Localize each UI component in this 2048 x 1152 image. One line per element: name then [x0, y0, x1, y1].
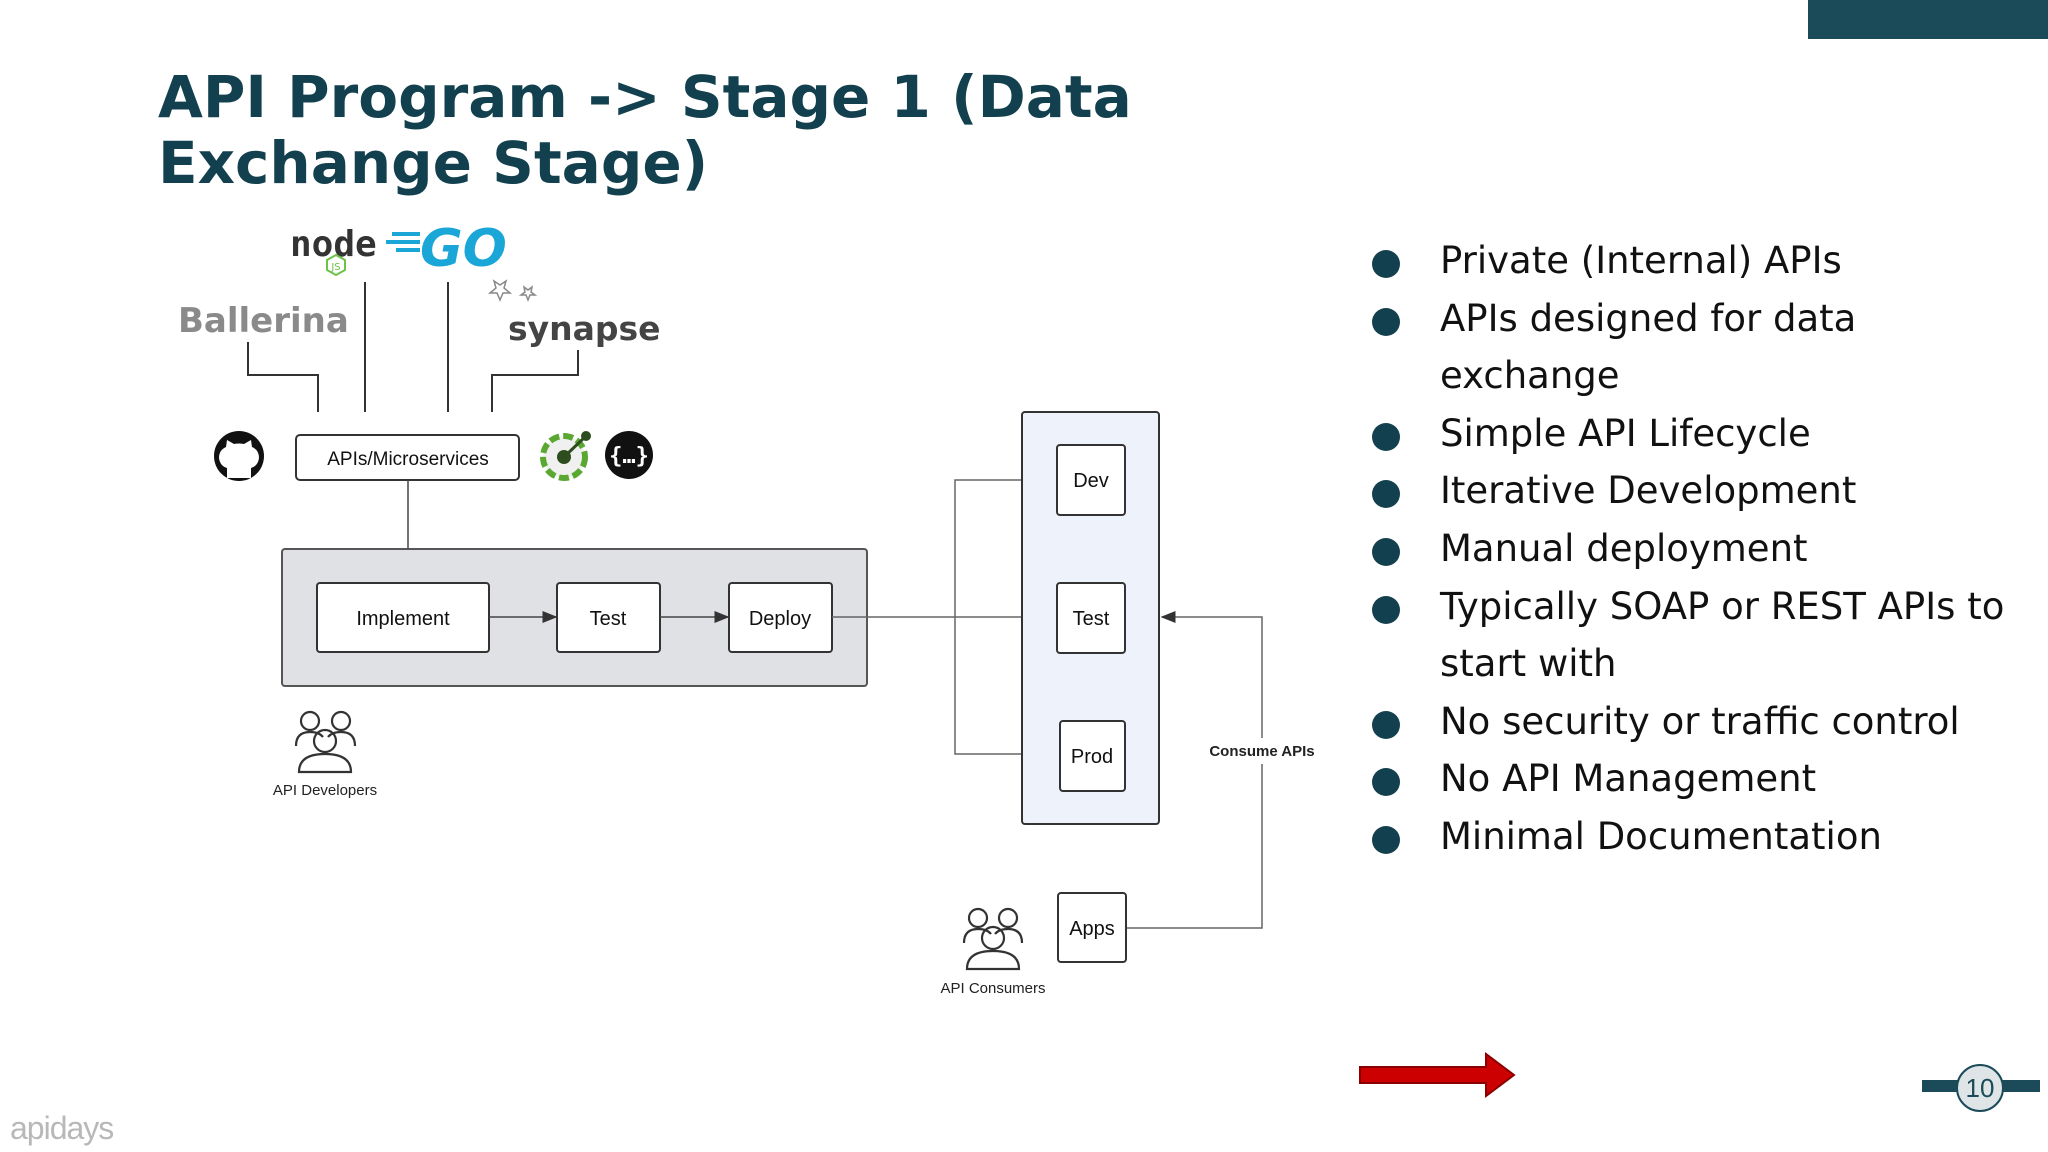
bullet-item: Simple API Lifecycle: [1368, 405, 2008, 463]
bullet-item: No API Management: [1368, 750, 2008, 808]
bullet-dot-icon: [1372, 422, 1400, 451]
page-number: 10: [1956, 1064, 2004, 1112]
svg-text:Deploy: Deploy: [749, 608, 811, 630]
bullet-item: Iterative Development: [1368, 462, 2008, 520]
people-icon: [962, 907, 1024, 971]
bullet-dot-icon: [1372, 480, 1400, 509]
svg-text:JS: JS: [330, 262, 340, 273]
consume-apis-label: Consume APIs: [1209, 743, 1314, 760]
svg-text:Test: Test: [1073, 608, 1110, 630]
bullet-dot-icon: [1372, 307, 1400, 336]
svg-text:node: node: [290, 224, 377, 265]
svg-text:Test: Test: [590, 608, 627, 630]
bullet-dot-icon: [1372, 768, 1400, 797]
bullet-dot-icon: [1372, 825, 1400, 854]
svg-text:synapse: synapse: [508, 309, 661, 348]
people-icon: [294, 710, 357, 774]
nodejs-logo: node JS: [290, 224, 377, 277]
bullet-list: Private (Internal) APIs APIs designed fo…: [1368, 232, 2008, 866]
bullet-dot-icon: [1372, 250, 1400, 278]
bullet-item: Minimal Documentation: [1368, 808, 2008, 866]
bullet-item: Typically SOAP or REST APIs to start wit…: [1368, 578, 2008, 693]
apis-microservices-label: APIs/Microservices: [327, 449, 489, 470]
svg-text:Apps: Apps: [1069, 918, 1115, 940]
go-logo: GO: [386, 219, 507, 279]
bullet-item: No security or traffic control: [1368, 693, 2008, 751]
bullet-dot-icon: [1372, 537, 1400, 566]
curly-braces-icon: {…}: [605, 431, 653, 479]
red-arrow-icon: [1359, 1052, 1516, 1098]
svg-text:Dev: Dev: [1073, 470, 1109, 492]
bullet-dot-icon: [1372, 710, 1400, 739]
svg-text:Prod: Prod: [1071, 746, 1113, 768]
svg-text:GO: GO: [420, 219, 507, 279]
github-icon: [214, 431, 264, 481]
env-prod: [1059, 720, 1126, 792]
wso2-choreo-icon: [540, 431, 591, 481]
bullet-item: Manual deployment: [1368, 520, 2008, 578]
ballerina-logo: Ballerina: [178, 301, 349, 341]
slide-title: API Program -> Stage 1 (Data Exchange St…: [158, 63, 1132, 197]
api-developers-label: API Developers: [273, 782, 377, 799]
corner-accent-bar: [1808, 0, 2048, 39]
synapse-logo: synapse: [487, 279, 661, 348]
bullet-item: Private (Internal) APIs: [1368, 232, 2008, 290]
env-dev: [1056, 444, 1126, 516]
svg-text:{…}: {…}: [609, 444, 649, 469]
apidays-logo: apidays: [10, 1110, 114, 1146]
logo-connectors: [247, 282, 579, 412]
apps-box: [1057, 892, 1127, 963]
api-consumers-label: API Consumers: [940, 980, 1045, 997]
bullet-dot-icon: [1372, 595, 1400, 624]
env-test: [1056, 582, 1126, 654]
svg-text:Implement: Implement: [356, 608, 450, 630]
bullet-item: APIs designed for data exchange: [1368, 290, 2008, 405]
